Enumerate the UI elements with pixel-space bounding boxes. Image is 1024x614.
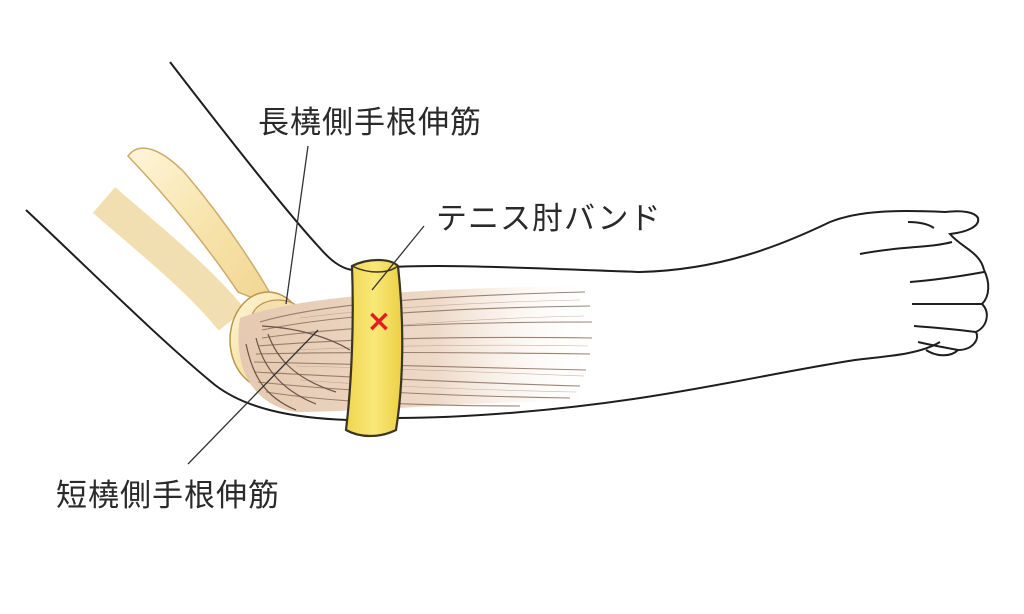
humerus-bone (127, 147, 278, 306)
upper-arm-outline-bottom (25, 209, 349, 421)
tennis-elbow-band-edge (351, 265, 399, 273)
upper-arm-outline-top (169, 61, 353, 271)
label-tennis-elbow-band: テニス肘バンド (436, 201, 662, 237)
tennis-elbow-band (344, 258, 404, 438)
humerus-shaft (92, 187, 246, 331)
muscle-fibers-fine (295, 299, 589, 393)
label-extensor-carpi-radialis-brevis: 短橈側手根伸筋 (56, 478, 280, 514)
pain-point-marker: × (366, 304, 391, 339)
fist (859, 221, 990, 357)
forearm-outline-top (351, 210, 985, 274)
leader-line-longus (285, 145, 309, 305)
forearm-muscle-mass (238, 286, 597, 412)
forearm-outline-bottom (395, 341, 941, 419)
leader-line-brevis (187, 329, 319, 465)
tendon-origin-lines (245, 325, 351, 411)
leader-line-band (371, 225, 425, 291)
label-extensor-carpi-radialis-longus: 長橈側手根伸筋 (258, 105, 482, 141)
